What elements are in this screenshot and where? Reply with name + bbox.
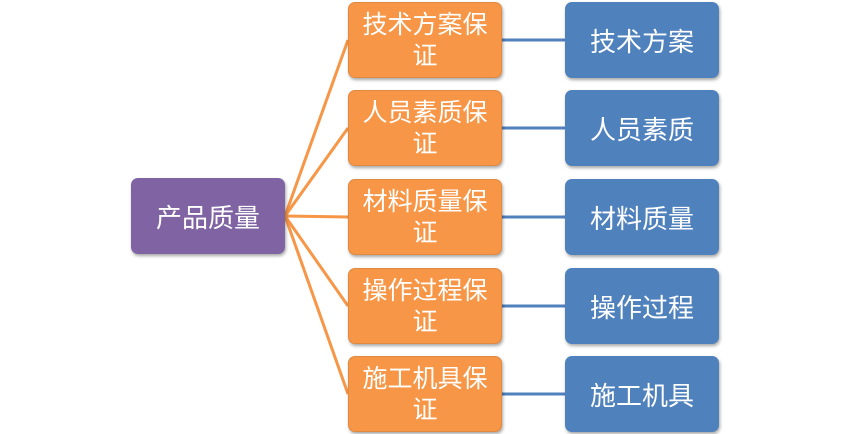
topic-node-technical-plan[interactable]: 技术方案: [565, 2, 719, 78]
guarantee-node-materials[interactable]: 材料质量保证: [348, 179, 502, 255]
topic-node-label: 材料质量: [589, 204, 694, 235]
guarantee-node-label: 技术方案保证: [362, 10, 488, 70]
root-node-product-quality[interactable]: 产品质量: [131, 178, 285, 254]
topic-node-label: 人员素质: [589, 115, 694, 146]
topic-node-label: 技术方案: [589, 27, 694, 58]
root-connector-line: [283, 127, 350, 217]
guarantee-node-label: 施工机具保证: [362, 364, 488, 424]
root-node-label: 产品质量: [155, 203, 260, 234]
guarantee-node-label: 人员素质保证: [362, 98, 488, 158]
guarantee-node-equipment[interactable]: 施工机具保证: [348, 356, 502, 432]
root-connector-line: [283, 215, 350, 395]
root-connector-line: [283, 39, 350, 217]
root-connector-line: [283, 215, 350, 307]
topic-node-label: 施工机具: [589, 381, 694, 412]
guarantee-node-technical-plan[interactable]: 技术方案保证: [348, 2, 502, 78]
topic-node-equipment[interactable]: 施工机具: [565, 356, 719, 432]
guarantee-node-label: 操作过程保证: [362, 276, 488, 336]
topic-node-label: 操作过程: [589, 293, 694, 324]
guarantee-node-personnel[interactable]: 人员素质保证: [348, 90, 502, 166]
guarantee-node-operation[interactable]: 操作过程保证: [348, 268, 502, 344]
root-connector-line: [284, 214, 349, 219]
topic-node-materials[interactable]: 材料质量: [565, 179, 719, 255]
guarantee-node-label: 材料质量保证: [362, 187, 488, 247]
topic-node-personnel[interactable]: 人员素质: [565, 90, 719, 166]
topic-node-operation[interactable]: 操作过程: [565, 268, 719, 344]
